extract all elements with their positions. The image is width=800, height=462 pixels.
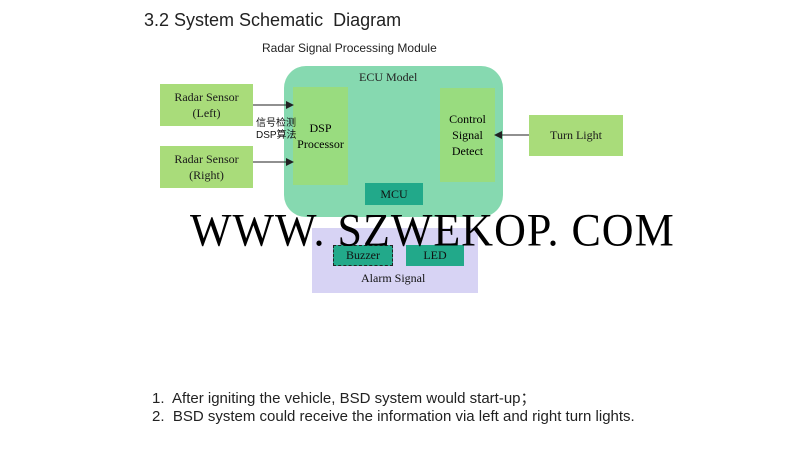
led-box: LED xyxy=(406,245,464,266)
connector-arrows xyxy=(253,101,529,166)
control-signal-detect-box: Control Signal Detect xyxy=(440,88,495,182)
turn-light-box: Turn Light xyxy=(529,115,623,156)
buzzer-box: Buzzer xyxy=(333,245,393,266)
radar-sensor-right-box: Radar Sensor (Right) xyxy=(160,146,253,188)
mcu-box: MCU xyxy=(365,183,423,205)
dsp-processor-box: DSP Processor xyxy=(293,87,348,185)
watermark-text: WWW. SZWEKOP. COM xyxy=(190,204,675,257)
module-title: Radar Signal Processing Module xyxy=(262,41,437,55)
section-title: 3.2 System Schematic Diagram xyxy=(144,10,402,30)
signal-detect-label: 信号检测 xyxy=(256,118,296,129)
ecu-model-label: ECU Model xyxy=(359,70,418,84)
radar-sensor-left-box: Radar Sensor (Left) xyxy=(160,84,253,126)
alarm-signal-label: Alarm Signal xyxy=(361,271,426,285)
note-2: 2. BSD system could receive the informat… xyxy=(152,408,635,425)
dsp-algorithm-label: DSP算法 xyxy=(256,130,297,141)
schematic-diagram: Radar Signal Processing Module ECU Model… xyxy=(160,41,675,293)
note-1: 1. After igniting the vehicle, BSD syste… xyxy=(152,390,536,407)
